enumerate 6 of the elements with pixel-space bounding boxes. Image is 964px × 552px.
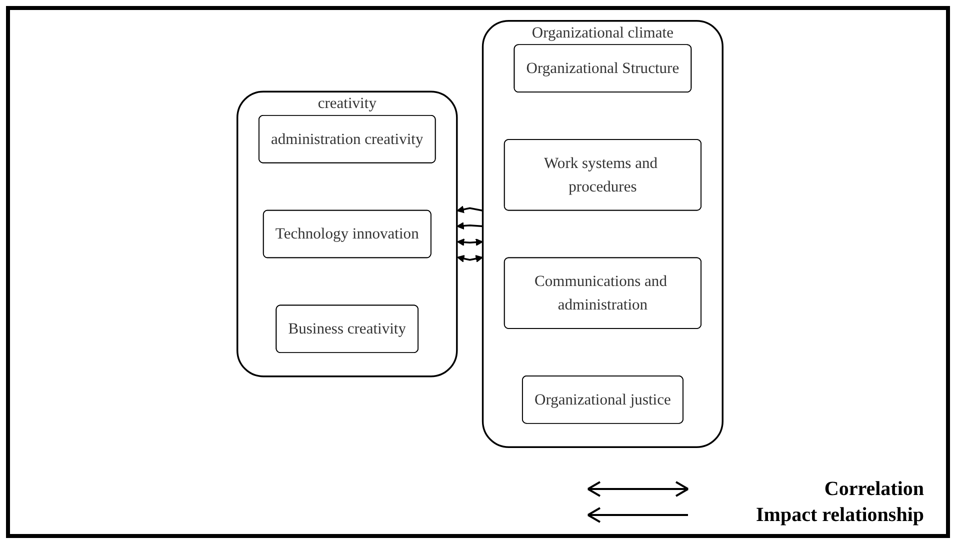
arrow [456,206,483,214]
arrow [456,238,484,246]
legend-text: Correlation [823,478,924,500]
arrow [456,222,483,230]
arrow [456,254,484,262]
legend-text: Impact relationship [755,504,924,526]
